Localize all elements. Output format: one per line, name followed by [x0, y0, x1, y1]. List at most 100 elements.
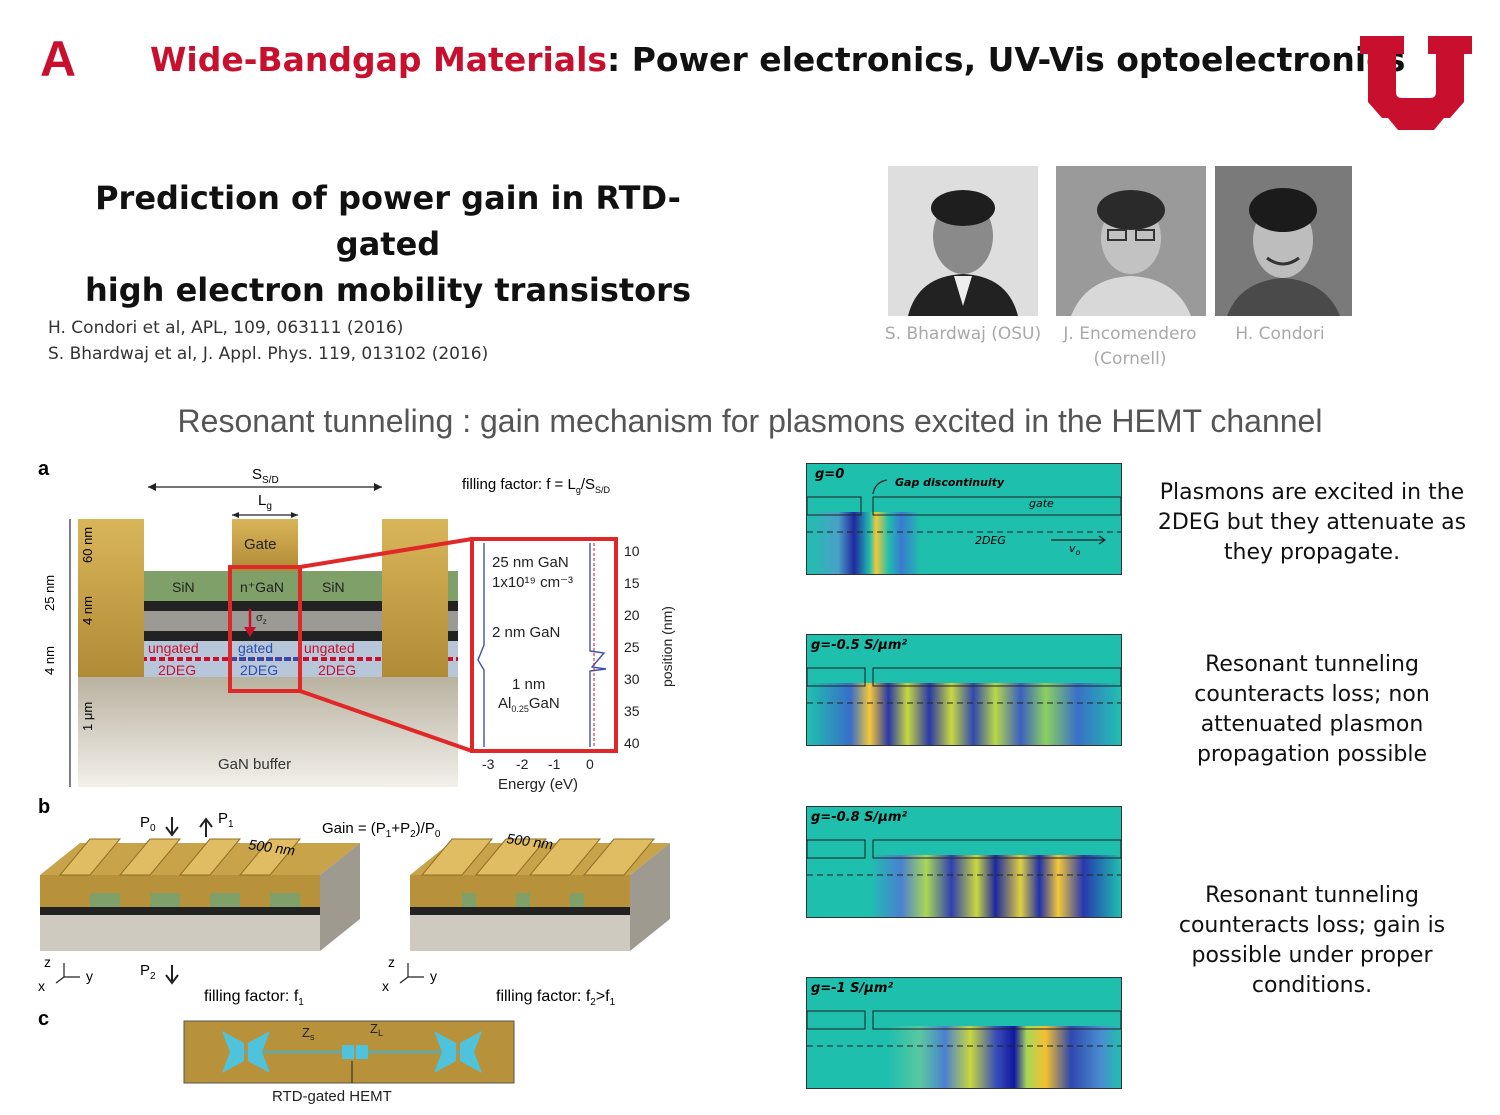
band-diagram-inset — [470, 537, 618, 753]
rtd-hemt-label: RTD-gated HEMT — [272, 1088, 392, 1105]
inset-x-ticks: -3 -2 -1 0 — [482, 756, 594, 772]
inset-ytick: 40 — [624, 735, 640, 751]
caption-condori-name: H. Condori — [1235, 324, 1325, 344]
note-attenuation: Plasmons are excited in the 2DEG but the… — [1157, 480, 1467, 565]
sin-left-label: SiN — [172, 579, 195, 595]
inset-ytick: 10 — [624, 543, 640, 559]
dim-60nm: 60 nm — [80, 527, 95, 563]
svg-text:z: z — [388, 954, 395, 970]
svg-text:y: y — [430, 968, 437, 984]
sin-right-label: SiN — [322, 579, 345, 595]
sim-g1-label: g=-1 S/μm² — [811, 981, 893, 996]
panel-c-letter: c — [38, 1008, 49, 1030]
left-pad-a — [222, 1031, 244, 1073]
gated-label: gated — [238, 640, 273, 656]
inset-label-25nm: 25 nm GaN — [492, 554, 569, 571]
inset-xtick: -2 — [516, 756, 529, 772]
barrier-layer — [78, 631, 458, 641]
twodeg-mid-label: 2DEG — [240, 662, 278, 678]
lg-label: Lg — [258, 492, 272, 512]
p2-arrow — [165, 965, 179, 985]
right-pad-b — [460, 1031, 482, 1073]
left-pad-b — [248, 1031, 270, 1073]
inset-ytick: 15 — [624, 575, 640, 591]
inset-ytick: 30 — [624, 671, 640, 687]
sim-g05-label: g=-0.5 S/μm² — [811, 638, 907, 653]
conduction-band-curve — [477, 543, 485, 747]
svg-text:z: z — [44, 954, 51, 970]
dim-4nm-b: 4 nm — [42, 646, 57, 675]
sim-panel-g1: g=-1 S/μm² — [806, 977, 1122, 1089]
svg-text:x: x — [382, 978, 389, 994]
gan-buffer-layer — [78, 677, 458, 787]
twodeg-right-label: 2DEG — [318, 662, 356, 678]
sim-2deg-label: 2DEG — [975, 534, 1006, 547]
p0-arrow — [165, 817, 179, 837]
grating-device-left — [40, 838, 360, 951]
axes-triad-right: z x y — [382, 954, 437, 994]
zoom-line-bottom — [299, 689, 473, 753]
grating-device-right — [410, 838, 670, 951]
p1-label: P1 — [218, 810, 234, 830]
source-contact — [78, 519, 144, 677]
caption-encomendero-affiliation: (Cornell) — [1093, 349, 1167, 369]
p0-label: P0 — [140, 814, 156, 834]
twodeg-left-label: 2DEG — [158, 662, 196, 678]
inset-xtick: -1 — [548, 756, 561, 772]
axes-triad-left: z x y — [38, 954, 93, 994]
spacer-layer — [78, 611, 458, 631]
inset-label-1nm: 1 nm — [512, 676, 545, 693]
portrait-encomendero — [1056, 166, 1206, 316]
gated-region-highlight — [228, 565, 302, 693]
rtd-device-right — [356, 1045, 368, 1059]
ungated-right-label: ungated — [304, 640, 355, 656]
filling-factor-2: filling factor: f2>f1 — [496, 988, 616, 1008]
inset-label-2nm: 2 nm GaN — [492, 624, 560, 641]
sim-g08-label: g=-0.8 S/μm² — [811, 810, 907, 825]
sim-gap-label: Gap discontinuity — [895, 476, 1005, 489]
university-logo — [1360, 36, 1472, 130]
portrait-condori — [1215, 166, 1352, 316]
sim-panel-g0: g=0 Gap discontinuity gate 2DEG vo — [806, 463, 1122, 575]
device-figure: a b c SS/D Lg filling factor: f = Lg/SS/… — [38, 458, 675, 1105]
panel-b-letter: b — [38, 796, 50, 818]
reference-2: S. Bhardwaj et al, J. Appl. Phys. 119, 0… — [48, 344, 489, 364]
slide-title: Wide-Bandgap Materials: Power electronic… — [150, 40, 1405, 79]
section-letter: A — [40, 31, 77, 87]
gate-label: Gate — [244, 536, 277, 553]
zl-label: ZL — [370, 1021, 383, 1038]
p1-arrow — [199, 817, 213, 837]
period-left-label: 500 nm — [248, 836, 297, 858]
zoom-line-top — [299, 537, 473, 569]
inset-x-axis-label: Energy (eV) — [498, 776, 578, 793]
zs-label: Zs — [302, 1025, 315, 1042]
inset-ytick: 20 — [624, 607, 640, 623]
dim-1um: 1 μm — [80, 702, 95, 731]
note-gain-possible: Resonant tunneling counteracts loss; gai… — [1178, 883, 1446, 998]
sim-panel-g05: g=-0.5 S/μm² — [806, 634, 1122, 746]
svg-text:x: x — [38, 978, 45, 994]
inset-y-axis-label: position (nm) — [659, 606, 675, 687]
ssd-label: SS/D — [252, 466, 279, 486]
dim-4nm-a: 4 nm — [80, 596, 95, 625]
inset-ytick: 35 — [624, 703, 640, 719]
p2-label: P2 — [140, 962, 156, 982]
caption-encomendero-name: J. Encomendero — [1063, 324, 1197, 344]
panel-a-letter: a — [38, 458, 50, 480]
caption-encomendero: J. Encomendero (Cornell) — [1050, 322, 1210, 372]
caption-bhardwaj-name: S. Bhardwaj (OSU) — [884, 324, 1042, 344]
rtd-device-left — [342, 1045, 354, 1059]
talk-title-line2: high electron mobility transistors — [85, 271, 691, 309]
inset-xtick: -3 — [482, 756, 495, 772]
filling-factor-definition: filling factor: f = Lg/SS/D — [462, 476, 611, 495]
filling-factor-1: filling factor: f1 — [204, 988, 304, 1008]
portrait-bhardwaj — [888, 166, 1038, 316]
inset-y-ticks: 10 15 20 25 30 35 40 — [624, 543, 640, 751]
reference-1: H. Condori et al, APL, 109, 063111 (2016… — [48, 318, 404, 338]
svg-text:y: y — [86, 968, 93, 984]
inset-label-algan: Al0.25GaN — [498, 695, 560, 714]
gate-contact — [232, 519, 298, 571]
section-subtitle: Resonant tunneling : gain mechanism for … — [177, 403, 1323, 439]
talk-title-line1: Prediction of power gain in RTD-gated — [95, 179, 681, 263]
gan-buffer-label: GaN buffer — [218, 756, 291, 773]
